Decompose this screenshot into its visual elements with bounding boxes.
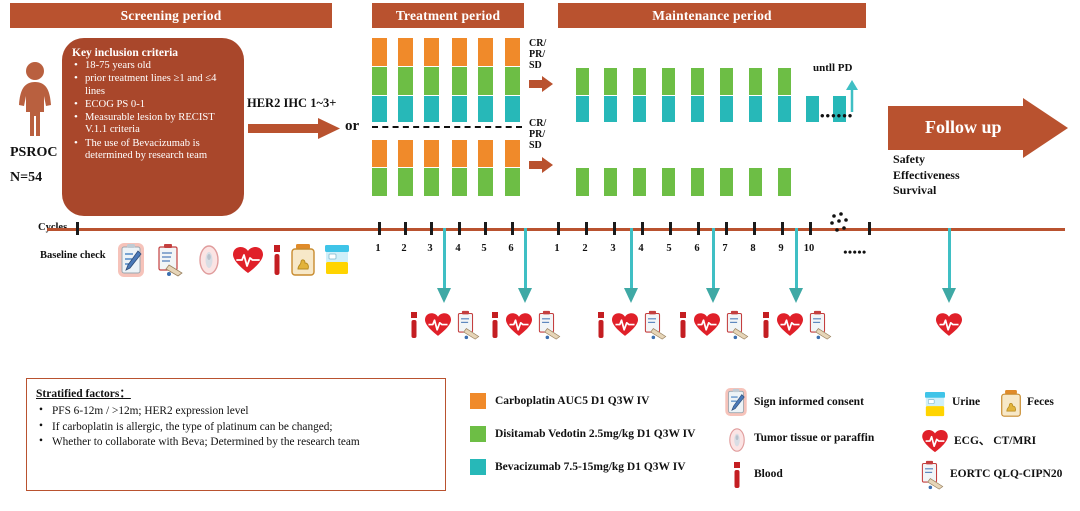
legend-swatch-bevacizumab [470,459,486,475]
legend-label-ecg-ctmri: ECG、 CT/MRI [954,435,1037,447]
randomization-arrow-icon [248,118,340,139]
response-cr: CR/ [529,38,547,49]
legend-label-blood: Blood [754,468,783,480]
assessment-icon-group [490,310,562,340]
inclusion-title: Key inclusion criteria [72,47,179,59]
follow-up-outcome: Effectiveness [893,167,960,182]
inclusion-item: Measurable lesion by RECIST V.1.1 criter… [72,111,232,137]
legend-label-tumor-tissue: Tumor tissue or paraffin [754,432,875,444]
assessment-icon-group [596,310,668,340]
response-pr: PR/ [529,129,546,140]
assessment-icon-group-followup [936,310,966,338]
her2-ihc-label: HER2 IHC 1~3+ [247,96,337,110]
banner-maintenance-period: Maintenance period [558,3,866,28]
maintenance-continuation-dots: •••••• [820,108,854,123]
stratified-list: PFS 6-12m / >12m; HER2 expression level … [36,403,435,450]
key-inclusion-criteria-box: Key inclusion criteria 18-75 years old p… [62,38,244,216]
legend-urine-cup-icon [924,392,946,417]
population-label: PSROC [10,145,58,160]
legend-blood-tube-icon [732,462,742,488]
legend-swatch-disitamab-vedotin [470,426,486,442]
follow-up-title: Follow up [925,117,1002,137]
until-pd-arrow-icon [845,80,859,112]
legend-label-bevacizumab: Bevacizumab 7.5-15mg/kg D1 Q3W IV [495,461,686,473]
feces-jar-icon [290,244,316,276]
timeline-break-dots [828,212,856,238]
legend-label-sign-informed-consent: Sign informed consent [754,396,864,408]
response-sd: SD [529,140,542,151]
legend-label-disitamab-vedotin: Disitamab Vedotin 2.5mg/kg D1 Q3W IV [495,428,696,440]
legend-ecg-heart-icon [922,430,948,453]
inclusion-item: The use of Bevacizumab is determined by … [72,137,232,163]
legend-label-feces: Feces [1027,396,1054,408]
response-arrow-bottom-icon [529,157,553,173]
assessment-icon-group [678,310,750,340]
follow-up-outcome: Survival [893,183,937,197]
stratified-title: Stratified factors： [36,388,131,400]
arm-separator-dashed-line [372,126,522,128]
tumor-tissue-icon [199,245,219,275]
legend-label-eortc-qlq-cipn20: EORTC QLQ-CIPN20 [950,468,1063,480]
inclusion-item: 18-75 years old [72,59,232,73]
legend-label-urine: Urine [952,396,981,408]
response-cr: CR/ [529,118,547,129]
legend-feces-jar-icon [1000,390,1022,417]
cycles-label: Cycles [38,222,67,233]
stratified-item: PFS 6-12m / >12m; HER2 expression level [36,403,435,419]
urine-cup-icon [324,245,350,275]
stratified-item: If carboplatin is allergic, the type of … [36,419,435,435]
inclusion-item: prior treatment lines ≥1 and ≤4 lines [72,72,232,98]
banner-screening-period: Screening period [10,3,332,28]
legend-label-carboplatin: Carboplatin AUC5 D1 Q3W IV [495,395,650,407]
baseline-check-label: Baseline check [40,250,106,261]
legend-questionnaire-icon [919,460,947,490]
timeline-axis [47,228,1065,231]
consent-clipboard-icon [118,243,144,277]
until-pd-label: untll PD [813,62,853,74]
ecg-heart-icon [233,247,263,274]
response-arrow-top-icon [529,76,553,92]
response-pr: PR/ [529,49,546,60]
legend-consent-clipboard-icon [725,388,747,416]
banner-treatment-period: Treatment period [372,3,524,28]
follow-up-arrow-icon [888,98,1068,158]
legend-swatch-carboplatin [470,393,486,409]
stratified-factors-box: Stratified factors： PFS 6-12m / >12m; HE… [26,378,446,491]
questionnaire-icon [156,243,186,277]
response-criteria-bottom: CR/ PR/ SD [529,118,546,151]
stratified-item: Whether to collaborate with Beva; Determ… [36,434,435,450]
assessment-icon-group [761,310,833,340]
response-criteria-top: CR/ PR/ SD [529,38,546,71]
inclusion-list: 18-75 years old prior treatment lines ≥1… [72,59,232,163]
legend-tumor-tissue-icon [729,428,745,452]
assessment-icon-group [409,310,481,340]
follow-up-outcome: Safety [893,152,925,166]
population-count: N=54 [10,170,43,185]
female-patient-icon [12,60,58,138]
response-sd: SD [529,60,542,71]
follow-up-outcomes: Safety Effectiveness Survival [893,152,960,199]
inclusion-item: ECOG PS 0-1 [72,98,232,112]
or-label: or [345,118,360,134]
blood-tube-icon [272,245,282,275]
